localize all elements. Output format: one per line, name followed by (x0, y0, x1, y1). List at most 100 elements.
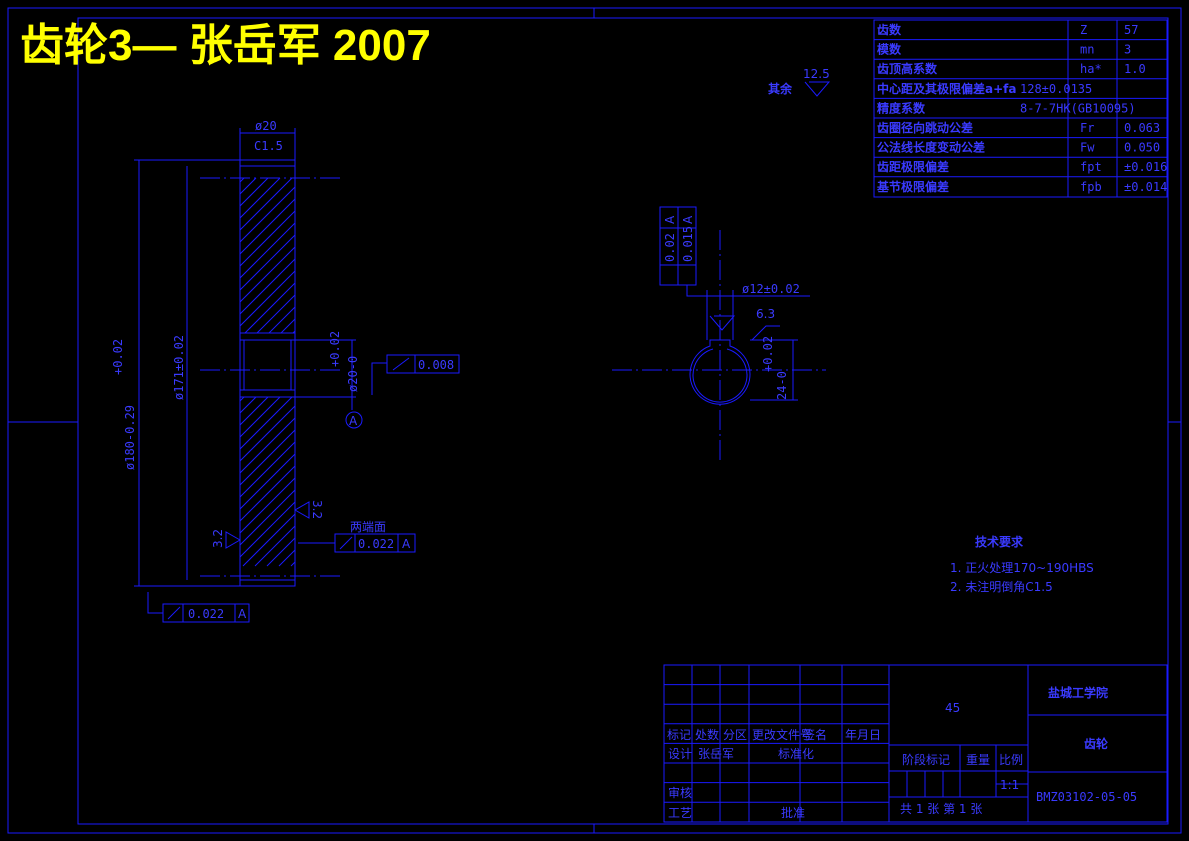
outer-dia-tol: +0.02 (111, 339, 125, 375)
tech-req-item-2: 2. 未注明倒角C1.5 (950, 579, 1053, 594)
bore-dia-dim: ø20-0 (346, 356, 360, 392)
param-symbol: ha* (1080, 62, 1102, 76)
hatch-line (239, 396, 245, 402)
hatch-line (239, 177, 269, 207)
hatch-line (244, 282, 296, 334)
param-symbol: 128±0.0135 (1020, 82, 1092, 96)
title-block-header: 分区 (723, 728, 747, 742)
param-label: 齿顶高系数 (877, 61, 938, 76)
key-roughness: 6.3 (756, 307, 775, 321)
param-symbol: 8-7-7HK(GB10095) (1020, 101, 1136, 115)
title-block-header: 处数 (695, 727, 719, 742)
hatch-line (239, 465, 296, 522)
process-label: 工艺 (668, 806, 692, 820)
runout-face-ref: A (402, 537, 411, 551)
hatch-line (239, 429, 296, 486)
scale-value: 1:1 (1000, 778, 1019, 792)
hatch-line (239, 210, 296, 267)
title-block-header: 更改文件号 (752, 727, 812, 742)
hatch-line (239, 453, 296, 510)
bore-dia-tol: +0.02 (328, 331, 342, 367)
hatch-line (239, 270, 296, 327)
hatch-line (239, 222, 296, 279)
title-block-header: 年月日 (845, 728, 881, 742)
pitch-dia-dim: ø171±0.02 (172, 335, 186, 400)
keyway-width-dim: ø12±0.02 (742, 282, 800, 296)
hatch-line (292, 330, 296, 334)
part-name: 齿轮 (1084, 736, 1109, 751)
param-symbol: mn (1080, 43, 1094, 57)
param-label: 模数 (877, 42, 902, 57)
approve-label: 批准 (781, 805, 805, 820)
param-value: ±0.016 (1124, 160, 1167, 174)
roughness-rest-label: 其余 (768, 81, 793, 96)
hatch-line (239, 396, 293, 450)
hatch-line (290, 561, 296, 567)
parallel-value: 0.015 (681, 226, 695, 262)
weight-label: 重量 (966, 753, 990, 767)
hatch-line (239, 246, 296, 303)
std-label: 标准化 (778, 747, 814, 761)
param-symbol: fpb (1080, 180, 1102, 194)
param-symbol: Z (1080, 23, 1087, 37)
drawing-title: 齿轮3— 张岳军 2007 (20, 21, 431, 70)
hatch-line (256, 294, 296, 334)
param-label: 中心距及其极限偏差a+fa (877, 81, 1016, 96)
hub-view (612, 230, 826, 460)
param-value: 3 (1124, 43, 1131, 57)
hatch-line (239, 177, 257, 195)
hatch-line (239, 477, 296, 534)
param-symbol: Fw (1080, 141, 1095, 155)
sheets-count: 共 1 张 第 1 张 (900, 802, 982, 816)
roughness-symbol (804, 81, 831, 97)
roughness-32-right: 3.2 (310, 500, 324, 519)
hatch-line (254, 525, 296, 567)
drawing-frame (7, 7, 1182, 834)
gear-section (200, 159, 342, 587)
param-symbol: fpt (1080, 160, 1102, 174)
param-value: 57 (1124, 23, 1138, 37)
designer-name: 张岳军 (698, 747, 734, 761)
param-label: 基节极限偏差 (876, 179, 949, 194)
material: 45 (945, 701, 960, 715)
hatch-line (239, 489, 296, 546)
check-label: 审核 (668, 785, 692, 800)
hatch-line (239, 198, 296, 255)
hatch-line (239, 396, 281, 438)
hatch-line (239, 417, 296, 474)
symmetry-value: 0.02 (663, 233, 677, 262)
hatch-line (239, 177, 293, 231)
chamfer-dim: C1.5 (254, 139, 283, 153)
hatch-line (239, 501, 296, 558)
width-dim: ø20 (255, 119, 277, 133)
hatch-line (239, 177, 245, 183)
keyway-depth-tol: +0.02 (761, 336, 775, 372)
runout-outer-ref: A (238, 607, 247, 621)
design-label: 设计 (668, 747, 692, 761)
hatch-line (239, 234, 296, 291)
title-block (663, 664, 1168, 823)
tech-req-item-1: 1. 正火处理170~190HBS (950, 561, 1094, 575)
hatch-line (239, 405, 296, 462)
tech-req-title: 技术要求 (975, 534, 1024, 549)
scale-label: 比例 (999, 753, 1023, 767)
param-label: 精度系数 (877, 100, 926, 115)
hatch-line (239, 396, 269, 426)
hatch-line (239, 186, 296, 243)
hatch-line (239, 258, 296, 315)
datum-a: A (349, 414, 358, 428)
school-name: 盐城工学院 (1048, 685, 1108, 700)
symmetry-ref: A (663, 215, 677, 224)
param-value: ±0.014 (1124, 180, 1167, 194)
hatch-line (239, 441, 296, 498)
param-label: 齿圈径向跳动公差 (877, 120, 973, 135)
hatch-line (239, 177, 281, 219)
param-value: 0.063 (1124, 121, 1160, 135)
param-label: 齿距极限偏差 (877, 159, 949, 174)
runout-face-value: 0.022 (358, 537, 394, 551)
roughness-rest-value: 12.5 (803, 67, 830, 81)
runout-bore-value: 0.008 (418, 358, 454, 372)
title-block-header: 签名 (803, 727, 827, 742)
param-value: 0.050 (1124, 141, 1160, 155)
